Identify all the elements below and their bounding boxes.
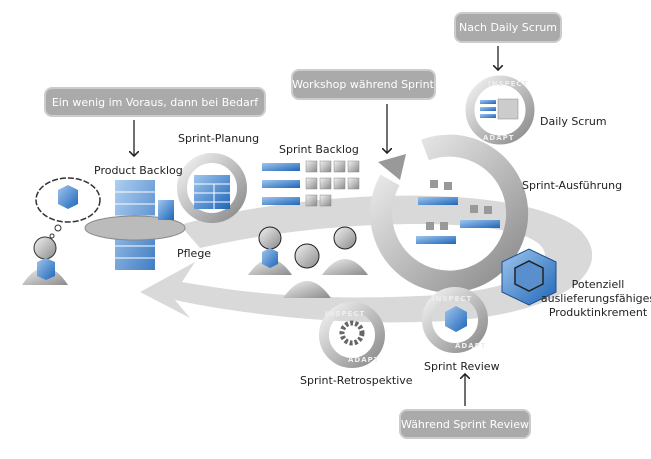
svg-text:Nach Daily Scrum: Nach Daily Scrum xyxy=(459,21,557,34)
sprint-flow-swoosh xyxy=(140,195,593,323)
svg-text:Ein wenig im Voraus, dann bei: Ein wenig im Voraus, dann bei Bedarf xyxy=(52,96,259,109)
adapt-text: ADAPT xyxy=(348,356,380,364)
sprint-execution-label: Sprint-Ausführung xyxy=(522,179,622,192)
inspect-text: INSPECT xyxy=(432,295,472,303)
sprint-review-label: Sprint Review xyxy=(424,360,500,373)
daily-scrum-cycle: INSPECT ADAPT xyxy=(465,75,535,145)
product-owner-avatar xyxy=(22,236,68,285)
callout-daily: Nach Daily Scrum xyxy=(454,12,562,70)
inspect-text: INSPECT xyxy=(325,310,365,318)
sprint-review-cycle: INSPECT ADAPT xyxy=(422,287,488,353)
inspect-text: INSPECT xyxy=(488,80,528,88)
callout-review: Während Sprint Review xyxy=(399,374,531,439)
sprint-retrospective-label: Sprint-Retrospektive xyxy=(300,374,413,387)
adapt-text: ADAPT xyxy=(455,342,487,350)
stakeholder-thought-cloud xyxy=(35,177,101,239)
sprint-retrospective-cycle: INSPECT ADAPT xyxy=(319,302,385,368)
callout-workshop: Workshop während Sprint xyxy=(291,69,436,153)
svg-text:Workshop während Sprint: Workshop während Sprint xyxy=(292,78,434,91)
increment-label-2: auslieferungsfähiges xyxy=(541,292,651,305)
product-backlog-label: Product Backlog xyxy=(94,164,183,177)
gear-icon xyxy=(339,320,365,346)
product-increment-cube xyxy=(501,248,557,306)
development-team-avatars xyxy=(248,226,368,298)
sprint-backlog-grid xyxy=(262,160,360,207)
product-backlog-stack xyxy=(84,180,186,270)
increment-label-3: Produktinkrement xyxy=(549,306,648,319)
svg-text:Während Sprint Review: Während Sprint Review xyxy=(401,418,529,431)
daily-scrum-label: Daily Scrum xyxy=(540,115,607,128)
sprint-planning-cycle xyxy=(177,153,247,223)
adapt-text: ADAPT xyxy=(483,134,515,142)
callout-refinement: Ein wenig im Voraus, dann bei Bedarf xyxy=(44,87,266,156)
refinement-label: Pflege xyxy=(177,247,211,260)
sprint-execution-cycle xyxy=(370,134,529,293)
increment-label-1: Potenziell xyxy=(572,278,625,291)
sprint-backlog-label: Sprint Backlog xyxy=(279,143,359,156)
sprint-planning-label: Sprint-Planung xyxy=(178,132,259,145)
